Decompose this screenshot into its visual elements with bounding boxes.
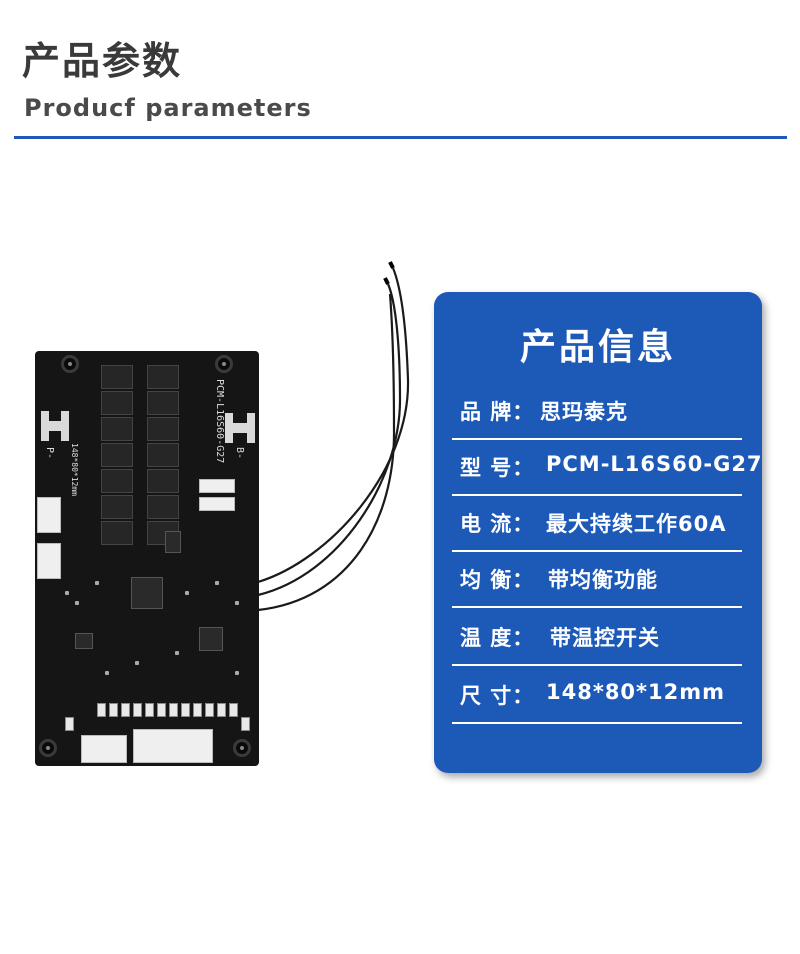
info-row-temperature: 温 度： 带温控开关 (452, 610, 742, 666)
pcb-board-image: PCM-L16S60-G27 148*80*12mm P- B- (35, 351, 259, 766)
row-divider (452, 606, 742, 608)
row-divider (452, 438, 742, 440)
row-label: 型 号： (460, 456, 535, 480)
row-value: 思玛泰克 (540, 400, 628, 424)
balance-connector (133, 729, 213, 763)
page-title-en: Producf parameters (24, 94, 312, 122)
row-value: 148*80*12mm (546, 680, 726, 704)
row-value: 最大持续工作60A (546, 512, 727, 536)
info-row-size: 尺 寸： 148*80*12mm (452, 668, 742, 724)
mounting-hole (61, 355, 79, 373)
info-row-model: 型 号： PCM-L16S60-G27 (452, 440, 762, 496)
row-divider (452, 664, 742, 666)
size-silkscreen: 148*80*12mm (70, 443, 79, 496)
product-info-card: 产品信息 品 牌： 思玛泰克 型 号： PCM-L16S60-G27 电 流： … (434, 292, 762, 773)
side-connector (37, 543, 61, 579)
info-row-current: 电 流： 最大持续工作60A (452, 496, 742, 552)
side-connector (37, 497, 61, 533)
mcu-chip (131, 577, 163, 609)
row-value: 带均衡功能 (548, 568, 658, 592)
row-value: PCM-L16S60-G27 (546, 452, 763, 476)
row-label: 品 牌： (460, 400, 535, 424)
row-divider (452, 550, 742, 552)
title-divider (14, 136, 787, 139)
row-label: 电 流： (460, 512, 535, 536)
bottom-connector (81, 735, 127, 763)
b-minus-label: B- (234, 447, 245, 460)
mounting-hole (215, 355, 233, 373)
p-minus-label: P- (44, 447, 55, 460)
row-divider (452, 722, 742, 724)
page-title-zh: 产品参数 (22, 39, 183, 83)
info-row-brand: 品 牌： 思玛泰克 (452, 384, 742, 440)
row-label: 温 度： (460, 626, 535, 650)
mounting-hole (39, 739, 57, 757)
model-silkscreen: PCM-L16S60-G27 (214, 379, 225, 464)
row-label: 尺 寸： (460, 684, 535, 708)
row-value: 带温控开关 (550, 626, 660, 650)
row-label: 均 衡： (460, 568, 535, 592)
mounting-hole (233, 739, 251, 757)
row-divider (452, 494, 742, 496)
info-row-balance: 均 衡： 带均衡功能 (452, 552, 742, 608)
card-title: 产品信息 (519, 327, 676, 368)
